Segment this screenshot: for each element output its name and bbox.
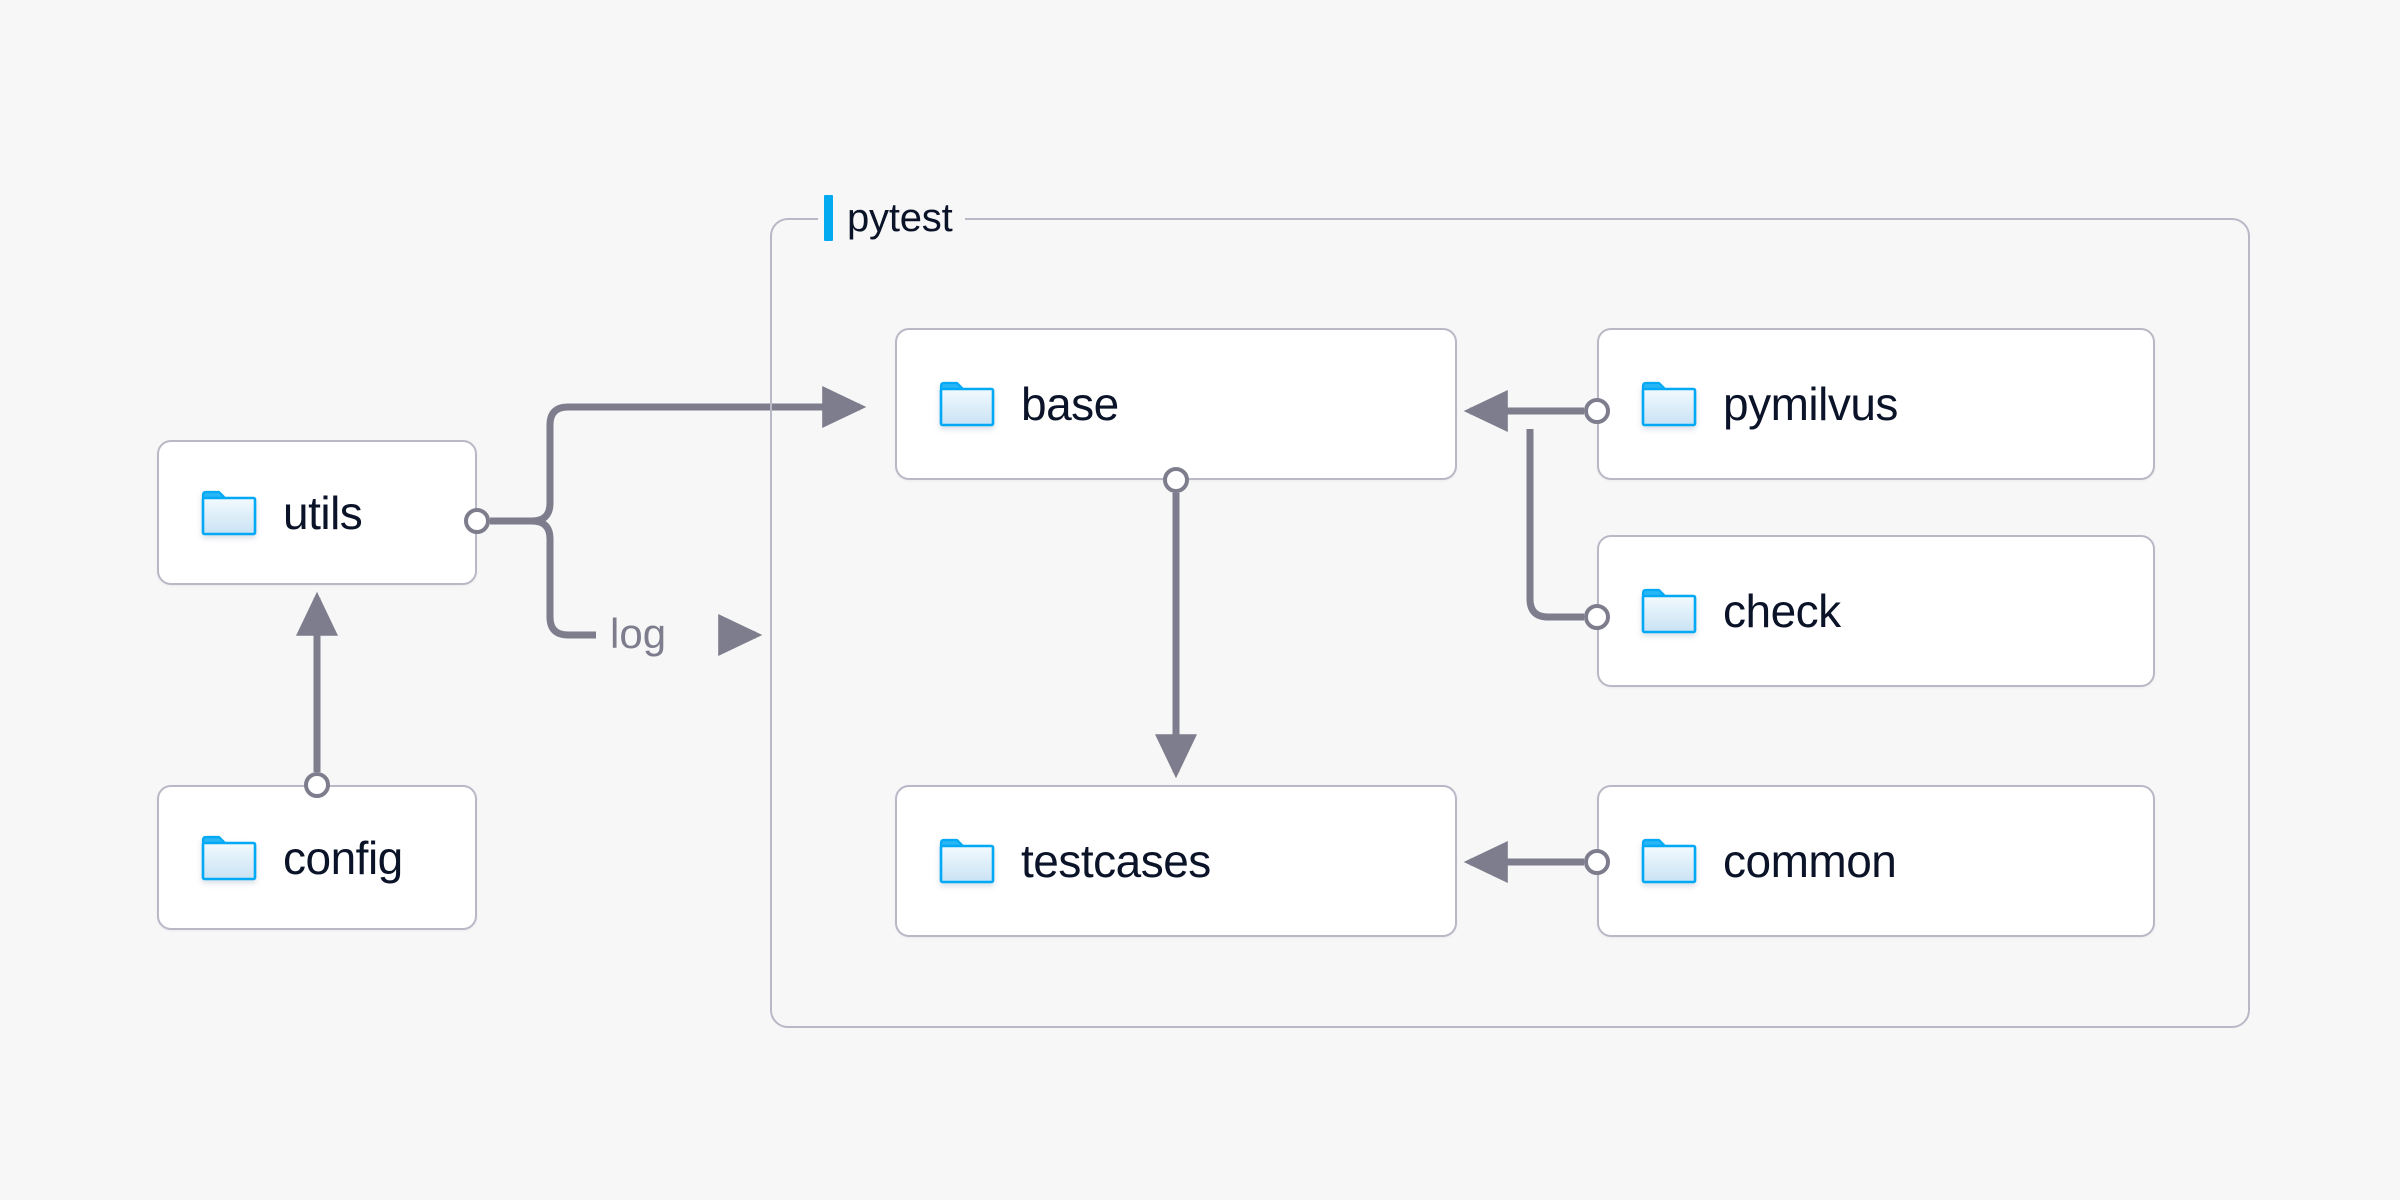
node-pymilvus[interactable]: pymilvus — [1597, 328, 2155, 480]
node-config-content: config — [159, 835, 403, 881]
node-testcases[interactable]: testcases — [895, 785, 1457, 937]
node-base[interactable]: base — [895, 328, 1457, 480]
node-utils-label: utils — [283, 486, 363, 539]
node-testcases-label: testcases — [1021, 835, 1211, 887]
group-pytest[interactable] — [770, 218, 2250, 1028]
port-check-left[interactable] — [1584, 604, 1610, 630]
port-base-bottom[interactable] — [1163, 467, 1189, 493]
folder-icon — [1641, 838, 1697, 884]
node-common[interactable]: common — [1597, 785, 2155, 937]
node-base-content: base — [897, 381, 1119, 427]
node-utils[interactable]: utils — [157, 440, 477, 585]
node-base-label: base — [1021, 378, 1119, 430]
node-pymilvus-label: pymilvus — [1723, 378, 1898, 430]
node-common-label: common — [1723, 835, 1897, 887]
node-config-label: config — [283, 831, 403, 884]
folder-icon — [939, 838, 995, 884]
group-pytest-label: pytest — [818, 192, 965, 244]
folder-icon — [1641, 588, 1697, 634]
edge-label-log: log — [610, 610, 667, 657]
folder-icon — [201, 835, 257, 880]
node-common-content: common — [1599, 835, 1897, 887]
node-utils-content: utils — [159, 486, 363, 539]
group-pytest-label-text: pytest — [847, 196, 953, 240]
group-accent-bar — [824, 195, 833, 241]
port-utils-right[interactable] — [464, 508, 490, 534]
port-config-top[interactable] — [304, 772, 330, 798]
node-check-content: check — [1599, 588, 1841, 634]
folder-icon — [939, 381, 995, 427]
node-check[interactable]: check — [1597, 535, 2155, 687]
node-testcases-content: testcases — [897, 838, 1211, 884]
edge-utils-log — [531, 517, 596, 639]
node-check-label: check — [1723, 585, 1841, 637]
node-config[interactable]: config — [157, 785, 477, 930]
port-pymilvus-left[interactable] — [1584, 398, 1610, 424]
node-pymilvus-content: pymilvus — [1599, 381, 1898, 427]
folder-icon — [1641, 381, 1697, 427]
folder-icon — [201, 490, 257, 535]
port-common-left[interactable] — [1584, 849, 1610, 875]
